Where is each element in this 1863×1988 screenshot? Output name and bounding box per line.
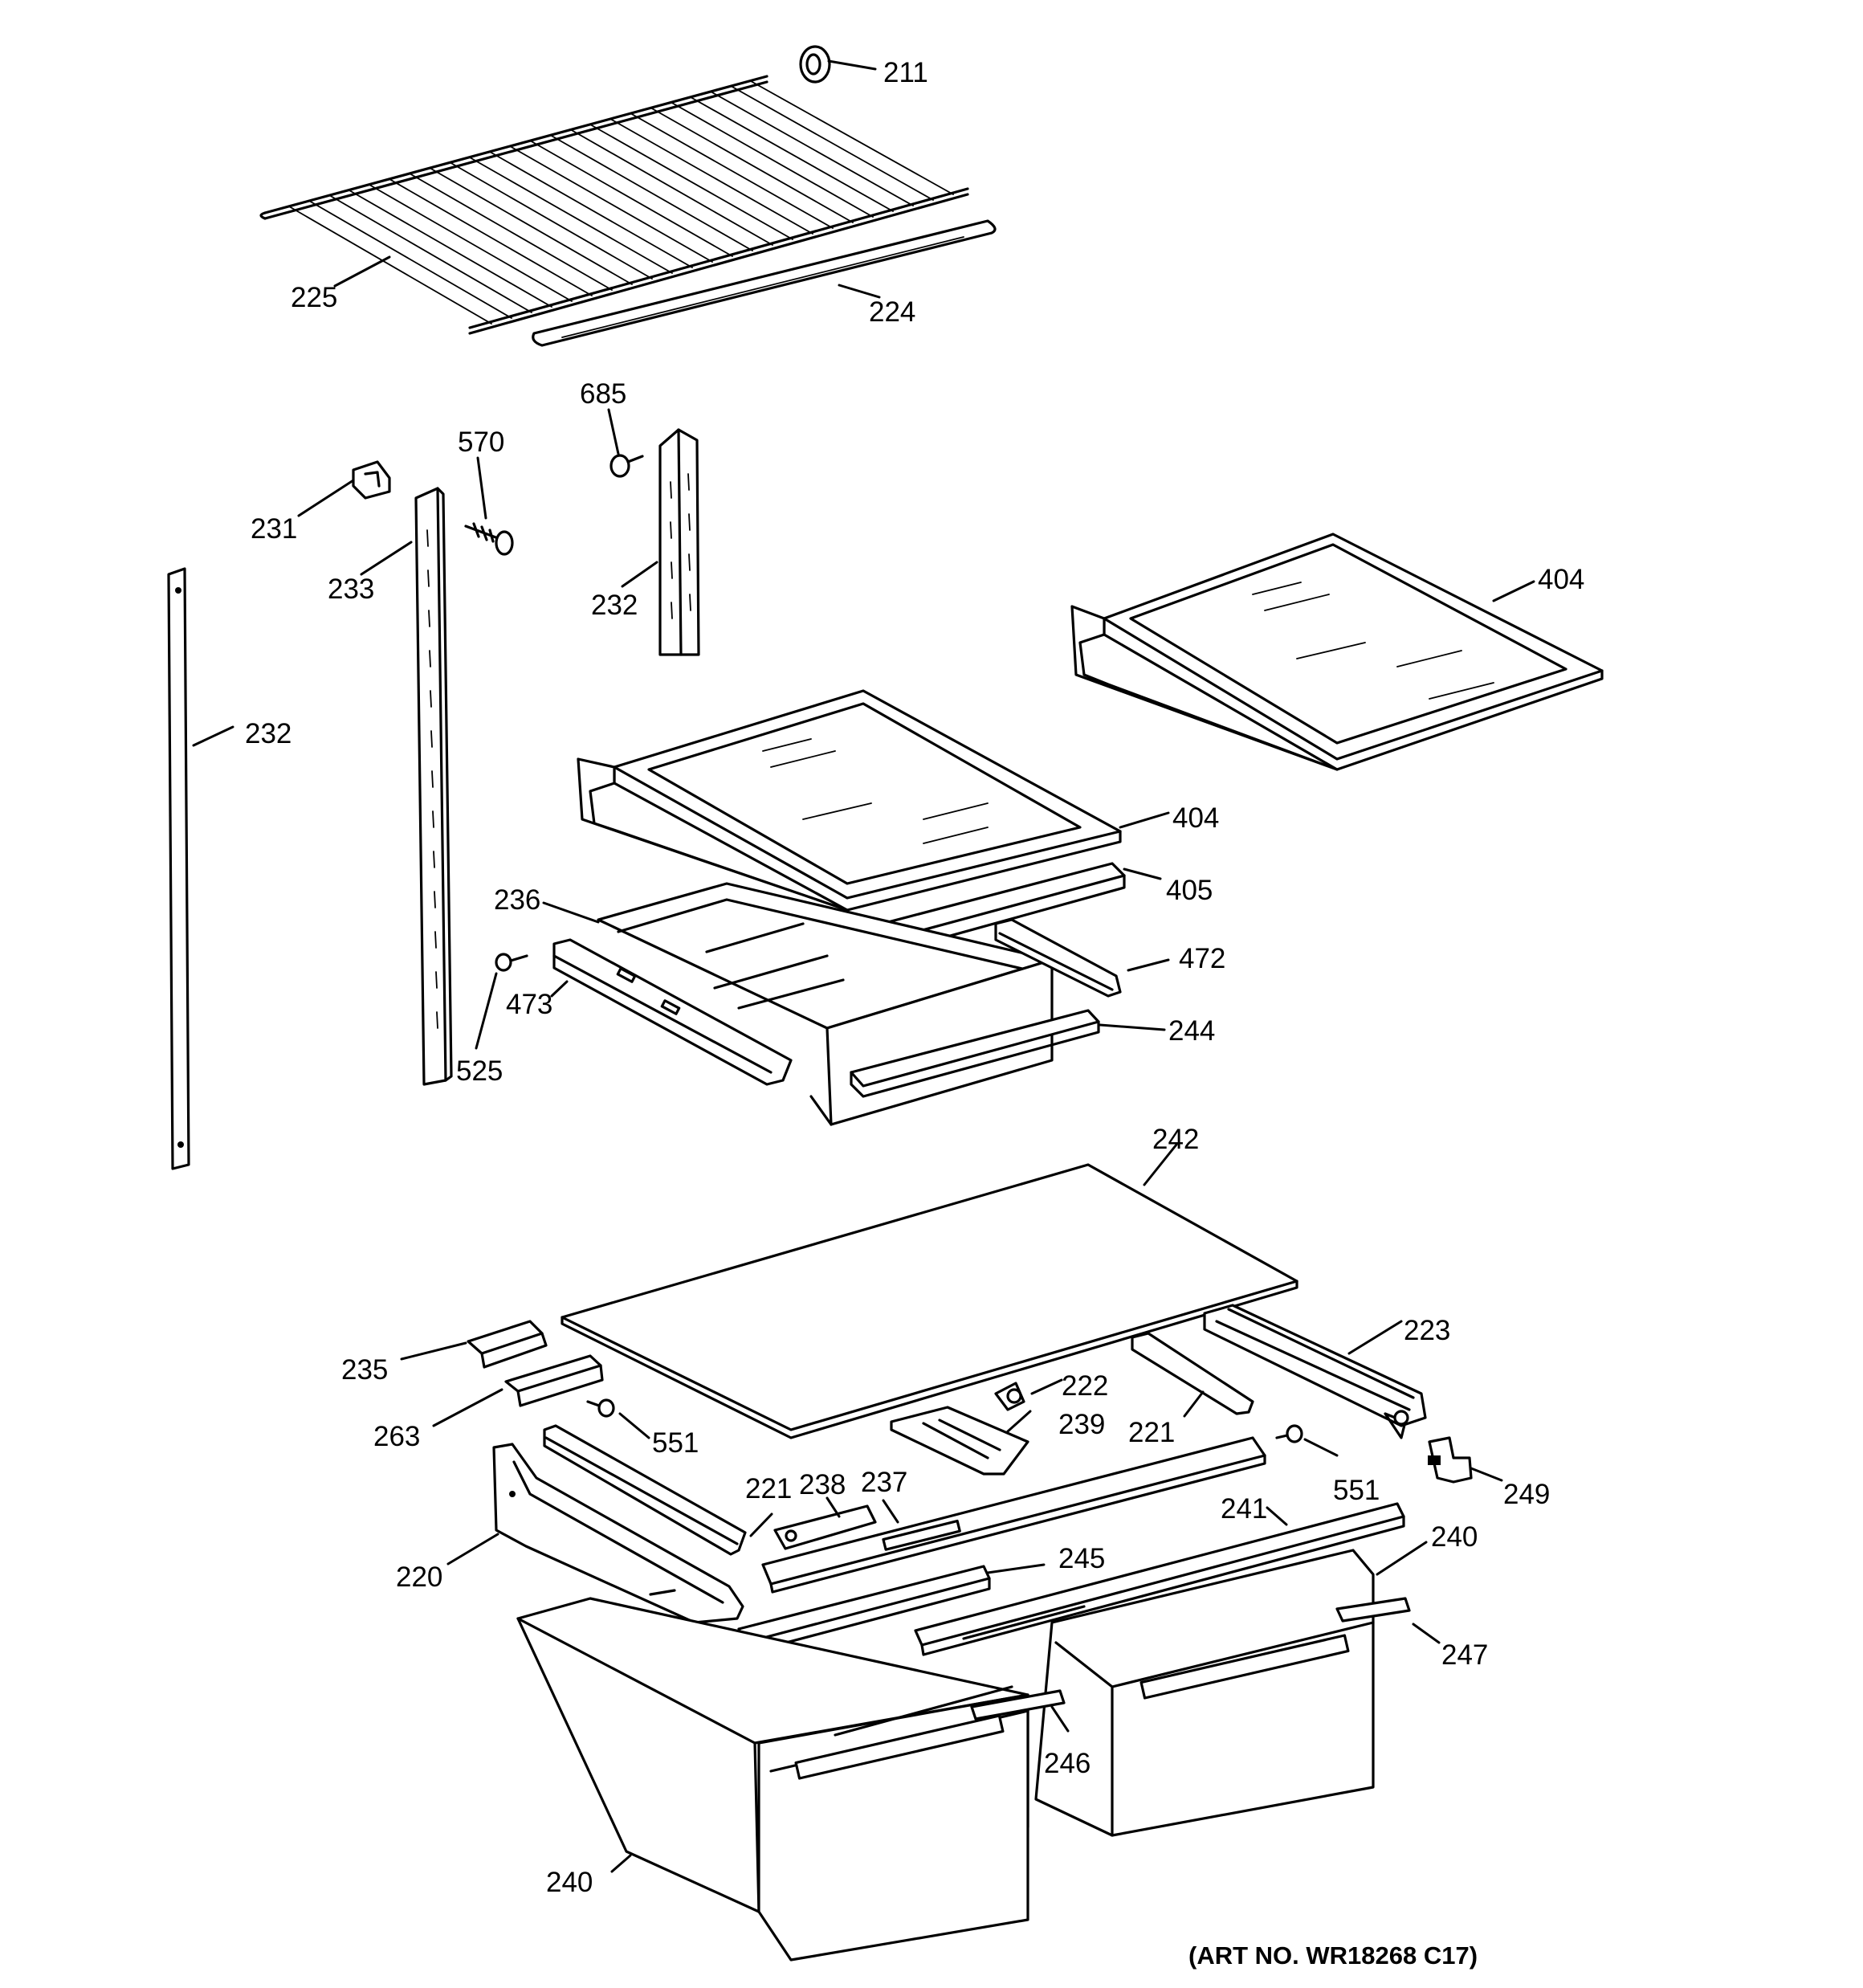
part-224-shelf-trim — [532, 219, 997, 347]
label-245: 245 — [1058, 1543, 1105, 1574]
part-223-crisper-slide — [1203, 1304, 1427, 1439]
callout-labels: 211 225 224 685 570 231 233 232 232 404 … — [245, 57, 1584, 1898]
label-231: 231 — [251, 513, 297, 545]
part-472-slide-right — [994, 918, 1122, 998]
label-247: 247 — [1441, 1639, 1488, 1671]
label-244: 244 — [1168, 1015, 1215, 1047]
label-223: 223 — [1404, 1315, 1450, 1346]
part-404-glass-shelf-right — [1070, 533, 1604, 771]
label-685: 685 — [580, 378, 626, 410]
label-570: 570 — [458, 427, 504, 458]
part-231-clip — [352, 460, 391, 500]
label-237: 237 — [861, 1467, 907, 1498]
part-404-glass-shelf-center — [577, 689, 1122, 912]
label-242: 242 — [1152, 1124, 1199, 1155]
part-237-cover-front — [761, 1436, 1266, 1594]
leader-lines — [192, 59, 1535, 1873]
part-240-drawer-left — [516, 1597, 1029, 1961]
part-221-left-divider — [543, 1424, 747, 1556]
label-224: 224 — [869, 296, 915, 328]
part-551-screw-left — [586, 1398, 615, 1418]
label-233: 233 — [328, 574, 374, 605]
part-249-bracket — [1428, 1436, 1473, 1484]
part-222-pivot — [994, 1382, 1025, 1411]
label-249: 249 — [1503, 1479, 1550, 1510]
part-232-left-rail — [167, 567, 190, 1170]
label-240-left: 240 — [546, 1867, 593, 1898]
label-236: 236 — [494, 884, 540, 916]
part-220-frame-left — [492, 1443, 744, 1624]
label-232-left: 232 — [245, 718, 291, 749]
label-239: 239 — [1058, 1409, 1105, 1440]
art-number: (ART NO. WR18268 C17) — [1188, 1941, 1478, 1970]
label-235: 235 — [341, 1354, 388, 1386]
part-225-wire-shelf — [259, 75, 969, 335]
part-235-support — [467, 1320, 548, 1369]
label-232-center: 232 — [591, 590, 638, 621]
part-263-support — [504, 1354, 604, 1407]
part-570-screw — [464, 522, 514, 556]
part-242-cover-glass — [561, 1163, 1298, 1439]
part-473-slide-left — [552, 938, 793, 1086]
label-221-left: 221 — [745, 1473, 792, 1504]
part-244-pan-trim — [850, 1009, 1100, 1098]
label-263: 263 — [373, 1421, 420, 1452]
part-236-pan — [597, 882, 1054, 1126]
part-239-humidity-control — [890, 1406, 1029, 1476]
label-525: 525 — [456, 1055, 503, 1087]
part-551-screw-right — [1275, 1424, 1303, 1443]
part-221-right-divider — [1131, 1332, 1254, 1415]
label-404-center: 404 — [1172, 802, 1219, 834]
part-247-handle-right — [1335, 1597, 1411, 1623]
label-404-right: 404 — [1538, 564, 1584, 595]
part-246-handle-left — [970, 1689, 1066, 1721]
label-222: 222 — [1062, 1370, 1108, 1402]
label-472: 472 — [1179, 943, 1225, 974]
label-551-left: 551 — [652, 1427, 699, 1459]
part-685-screw — [609, 454, 644, 478]
part-211-grommet — [799, 45, 831, 84]
part-241-trim-right — [914, 1502, 1405, 1656]
label-551-right: 551 — [1333, 1475, 1380, 1506]
part-233-slotted-rail — [414, 487, 453, 1086]
part-525-screw — [495, 953, 528, 972]
part-240-drawer-right — [1034, 1549, 1375, 1837]
label-405: 405 — [1166, 875, 1213, 906]
label-473: 473 — [506, 989, 552, 1020]
label-246: 246 — [1044, 1748, 1090, 1779]
part-232-center-rail — [658, 428, 700, 656]
label-238: 238 — [799, 1469, 846, 1500]
label-211: 211 — [883, 57, 928, 88]
label-220: 220 — [396, 1561, 442, 1593]
label-225: 225 — [291, 282, 337, 313]
label-241: 241 — [1221, 1493, 1267, 1525]
label-221-right: 221 — [1128, 1417, 1175, 1448]
label-240-right: 240 — [1431, 1521, 1478, 1553]
